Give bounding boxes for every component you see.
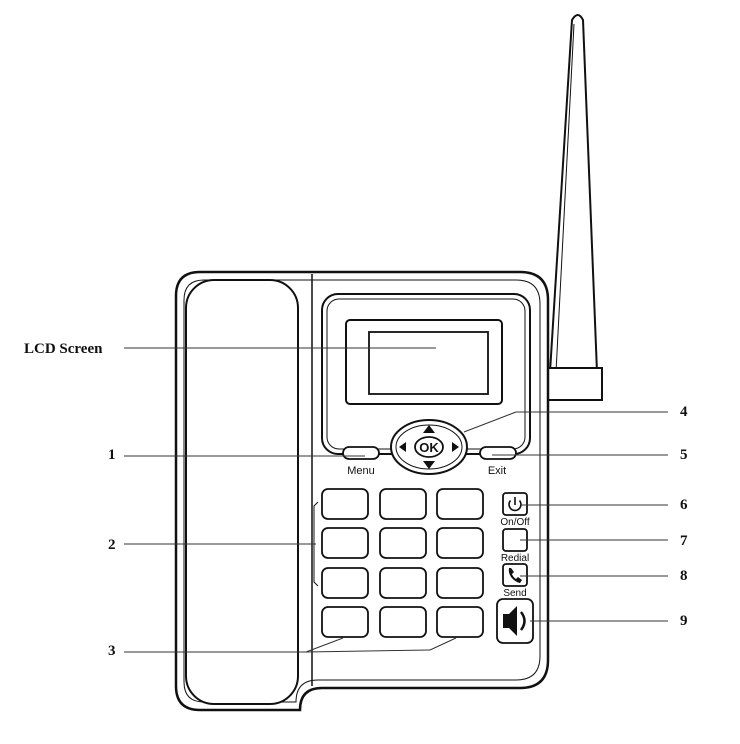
keypad-key[interactable] — [321, 567, 369, 599]
exit-button[interactable] — [479, 446, 517, 460]
keypad-key[interactable] — [436, 606, 484, 638]
on-off-label: On/Off — [500, 517, 529, 528]
lcd-screen — [345, 319, 503, 405]
nav-pad[interactable] — [390, 419, 468, 475]
callout-1: 1 — [108, 447, 116, 463]
menu-label: Menu — [347, 465, 375, 477]
keypad-key[interactable] — [436, 488, 484, 520]
antenna — [546, 14, 603, 401]
power-icon — [508, 497, 522, 512]
callout-3: 3 — [108, 643, 116, 659]
ok-button[interactable] — [414, 436, 444, 458]
callout-2: 2 — [108, 537, 116, 553]
keypad-key[interactable] — [379, 606, 427, 638]
keypad-key[interactable] — [321, 527, 369, 559]
keypad-key[interactable] — [436, 527, 484, 559]
keypad-key[interactable] — [321, 606, 369, 638]
keypad-key[interactable] — [379, 527, 427, 559]
send-button[interactable] — [502, 563, 528, 587]
lcd-screen-label: LCD Screen — [24, 341, 103, 357]
handset — [185, 274, 313, 705]
callout-6: 6 — [680, 497, 688, 513]
callout-7: 7 — [680, 533, 688, 549]
speaker-icon — [503, 606, 526, 636]
phone-handset-icon — [508, 568, 522, 583]
nav-down-icon[interactable] — [423, 461, 435, 469]
callout-9: 9 — [680, 613, 688, 629]
keypad — [321, 488, 484, 638]
leader-lines — [124, 347, 668, 653]
keypad-key[interactable] — [379, 488, 427, 520]
callout-8: 8 — [680, 568, 688, 584]
keypad-key[interactable] — [379, 567, 427, 599]
exit-label: Exit — [488, 465, 506, 477]
nav-up-icon[interactable] — [423, 425, 435, 433]
redial-label: Redial — [501, 553, 529, 564]
keypad-key[interactable] — [321, 488, 369, 520]
nav-right-icon[interactable] — [452, 442, 459, 452]
callout-4: 4 — [680, 404, 688, 420]
keypad-key[interactable] — [436, 567, 484, 599]
nav-left-icon[interactable] — [399, 442, 406, 452]
ok-label: OK — [419, 440, 439, 455]
callout-5: 5 — [680, 447, 688, 463]
send-label: Send — [503, 588, 526, 599]
menu-button[interactable] — [342, 446, 380, 460]
